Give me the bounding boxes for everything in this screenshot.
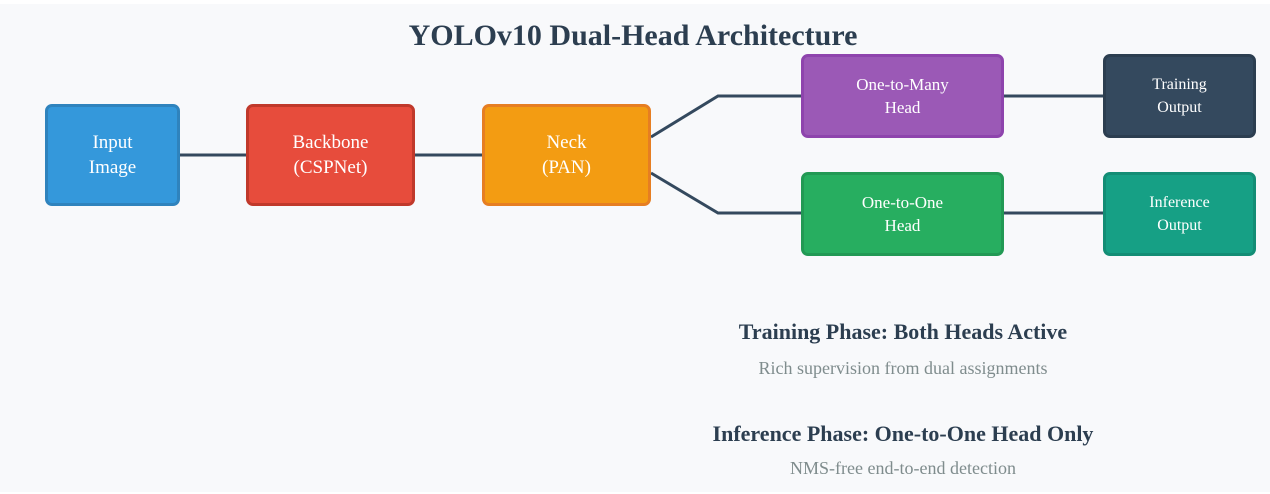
node-training-output-label: Training Output [1152, 76, 1207, 116]
node-one-to-one-head: One-to-One Head [801, 172, 1004, 256]
diagram-panel [0, 4, 1270, 492]
node-inference-output-label: Inference Output [1149, 194, 1210, 234]
diagram-title: YOLOv10 Dual-Head Architecture [408, 19, 858, 52]
node-one-to-many-head: One-to-Many Head [801, 54, 1004, 138]
node-input-image: Input Image [45, 104, 180, 206]
node-neck: Neck (PAN) [482, 104, 651, 206]
training-phase-description: Rich supervision from dual assignments [758, 358, 1048, 378]
connector-neck-one-to-one [650, 171, 801, 215]
node-backbone: Backbone (CSPNet) [246, 104, 415, 206]
inference-phase-title: Inference Phase: One-to-One Head Only [712, 421, 1094, 446]
node-inference-output: Inference Output [1103, 172, 1256, 256]
node-one-to-one-head-label: One-to-One Head [861, 193, 944, 235]
node-neck-label: Neck (PAN) [542, 132, 591, 178]
node-backbone-label: Backbone (CSPNet) [292, 132, 369, 178]
connector-neck-one-to-many [650, 94, 801, 139]
training-phase-title: Training Phase: Both Heads Active [738, 319, 1068, 344]
node-one-to-many-head-label: One-to-Many Head [856, 75, 949, 117]
node-training-output: Training Output [1103, 54, 1256, 138]
node-input-image-label: Input Image [88, 132, 137, 178]
inference-phase-description: NMS-free end-to-end detection [790, 458, 1016, 478]
